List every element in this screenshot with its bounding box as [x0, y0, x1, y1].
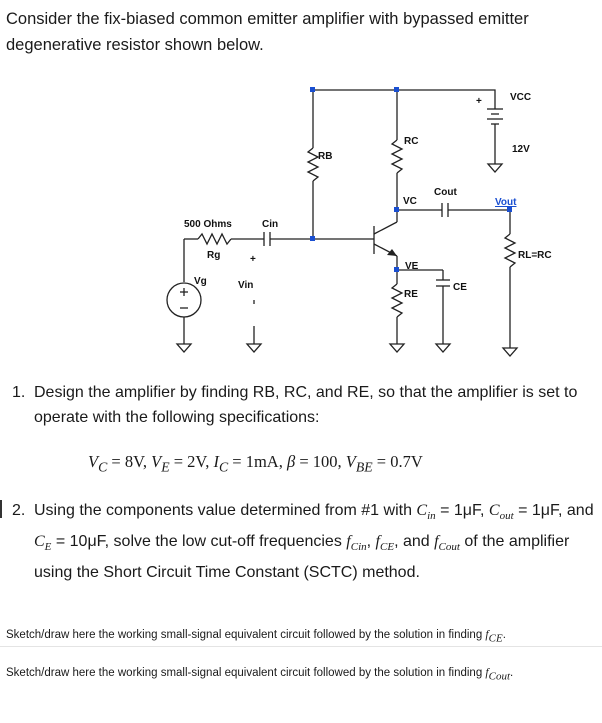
- question-1: 1. Design the amplifier by finding RB, R…: [12, 380, 592, 430]
- junction-dot-rb-top: [310, 87, 315, 92]
- question-2-number: 2.: [12, 502, 26, 519]
- label-rc: RC: [404, 136, 418, 147]
- label-ce: CE: [453, 282, 467, 293]
- text-cursor-bar: [0, 500, 2, 518]
- label-rg-value: 500 Ohms: [184, 219, 232, 230]
- ce-ground: [434, 343, 452, 353]
- label-rb: RB: [318, 151, 332, 162]
- label-vout: Vout: [495, 197, 517, 208]
- circuit-diagram: + VCC 12V RB RC VC Cout Vout RL=RC 500 O…: [166, 87, 552, 357]
- label-cin: Cin: [262, 219, 278, 230]
- question-1-number: 1.: [12, 384, 26, 401]
- sketch-instruction-fcout: Sketch/draw here the working small-signa…: [6, 667, 514, 683]
- question-2-text: Using the components value determined fr…: [34, 502, 594, 582]
- re-ground: [388, 343, 406, 353]
- sketch-instruction-fce: Sketch/draw here the working small-signa…: [6, 629, 506, 645]
- question-1-text: Design the amplifier by finding RB, RC, …: [34, 384, 578, 426]
- label-vin-plus: +: [250, 254, 256, 265]
- vin-ground: [245, 343, 263, 353]
- vg-ground: [175, 343, 193, 353]
- label-vin: Vin: [238, 280, 253, 291]
- label-vcc-value: 12V: [512, 144, 530, 155]
- rc-resistor: [390, 139, 404, 174]
- label-re: RE: [404, 289, 418, 300]
- junction-dot-base: [310, 236, 315, 241]
- label-rl: RL=RC: [518, 250, 552, 261]
- re-resistor: [390, 283, 404, 318]
- section-divider: [0, 646, 602, 647]
- transistor-collector: [373, 221, 398, 235]
- label-plus-vcc: +: [476, 96, 482, 107]
- vcc-ground: [486, 163, 504, 173]
- junction-dot-vc: [394, 207, 399, 212]
- label-vg: Vg: [194, 276, 207, 287]
- label-vc: VC: [403, 196, 417, 207]
- junction-dot-rc-top: [394, 87, 399, 92]
- junction-dot-vout: [507, 207, 512, 212]
- junction-dot-ve: [394, 267, 399, 272]
- label-cout: Cout: [434, 187, 457, 198]
- rg-resistor: [197, 232, 232, 246]
- spec-equation: VC = 8V, VE = 2V, IC = 1mA, β = 100, VBE…: [88, 452, 423, 475]
- rb-resistor: [306, 147, 320, 182]
- label-ve: VE: [405, 261, 419, 272]
- question-2: 2. Using the components value determined…: [12, 498, 597, 585]
- intro-text: Consider the fix-biased common emitter a…: [6, 10, 529, 54]
- transistor-emitter-arrow: [387, 249, 397, 256]
- top-rail-wire: [312, 89, 496, 104]
- label-rg: Rg: [207, 250, 220, 261]
- rl-ground: [501, 347, 519, 357]
- label-vcc: VCC: [510, 92, 531, 103]
- rl-resistor: [503, 233, 517, 268]
